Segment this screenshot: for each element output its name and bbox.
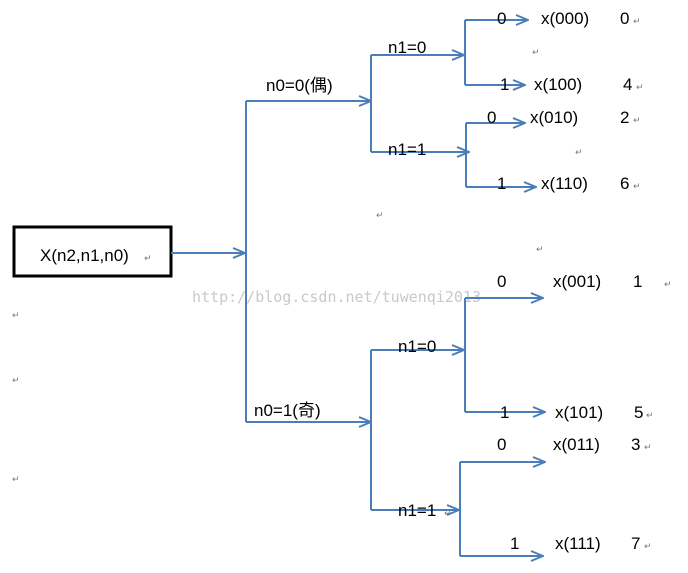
n0-odd-label: n0=1(奇): [254, 401, 321, 420]
leaf-label: x(110): [541, 174, 588, 193]
leaf-label: x(010): [530, 108, 578, 127]
paragraph-mark: ↵: [444, 509, 452, 519]
paragraph-mark: ↵: [633, 116, 641, 126]
leaf-bit: 0: [497, 272, 506, 291]
leaf-bit: 1: [510, 534, 519, 553]
leaf-label: x(001): [553, 272, 601, 291]
leaf-index: 2: [620, 108, 629, 127]
leaf-label: x(011): [553, 435, 600, 454]
n1a-label: n1=0: [388, 38, 426, 57]
leaf-index: 5: [634, 403, 643, 422]
paragraph-mark: ↵: [144, 254, 152, 264]
leaf-bit: 1: [500, 75, 509, 94]
paragraph-mark: ↵: [633, 17, 641, 27]
paragraph-mark: ↵: [633, 182, 641, 192]
root-box: [12, 225, 173, 278]
n1c-label: n1=0: [398, 337, 436, 356]
n0-even-label: n0=0(偶): [266, 76, 333, 95]
paragraph-mark: ↵: [536, 245, 544, 255]
leaf-bit: 1: [500, 403, 509, 422]
leaf-index: 1: [633, 272, 642, 291]
paragraph-mark: ↵: [644, 542, 652, 552]
leaf-index: 4: [623, 75, 632, 94]
paragraph-mark: ↵: [644, 443, 652, 453]
leaf-bit: 0: [487, 108, 496, 127]
leaf-label: x(000): [541, 9, 589, 28]
paragraph-mark: ↵: [532, 48, 540, 58]
leaf-bit: 0: [497, 435, 506, 454]
n1b-label: n1=1: [388, 140, 426, 159]
paragraph-mark: ↵: [12, 376, 20, 386]
paragraph-mark: ↵: [575, 148, 583, 158]
root-label: X(n2,n1,n0): [40, 246, 129, 265]
watermark: http://blog.csdn.net/tuwenqi2013: [192, 288, 481, 306]
leaf-index: 7: [631, 534, 640, 553]
leaf-index: 0: [620, 9, 629, 28]
paragraph-mark: ↵: [636, 83, 644, 93]
paragraph-mark: ↵: [376, 211, 384, 221]
leaf-label: x(101): [555, 403, 603, 422]
leaf-bit: 0: [497, 9, 506, 28]
leaf-label: x(111): [555, 534, 601, 553]
paragraph-mark: ↵: [12, 311, 20, 321]
leaf-index: 3: [631, 435, 640, 454]
paragraph-mark: ↵: [646, 411, 654, 421]
leaf-index: 6: [620, 174, 629, 193]
n1d-label: n1=1: [398, 501, 436, 520]
leaf-bit: 1: [497, 174, 506, 193]
leaf-label: x(100): [534, 75, 582, 94]
paragraph-mark: ↵: [664, 280, 672, 290]
paragraph-mark: ↵: [12, 475, 20, 485]
